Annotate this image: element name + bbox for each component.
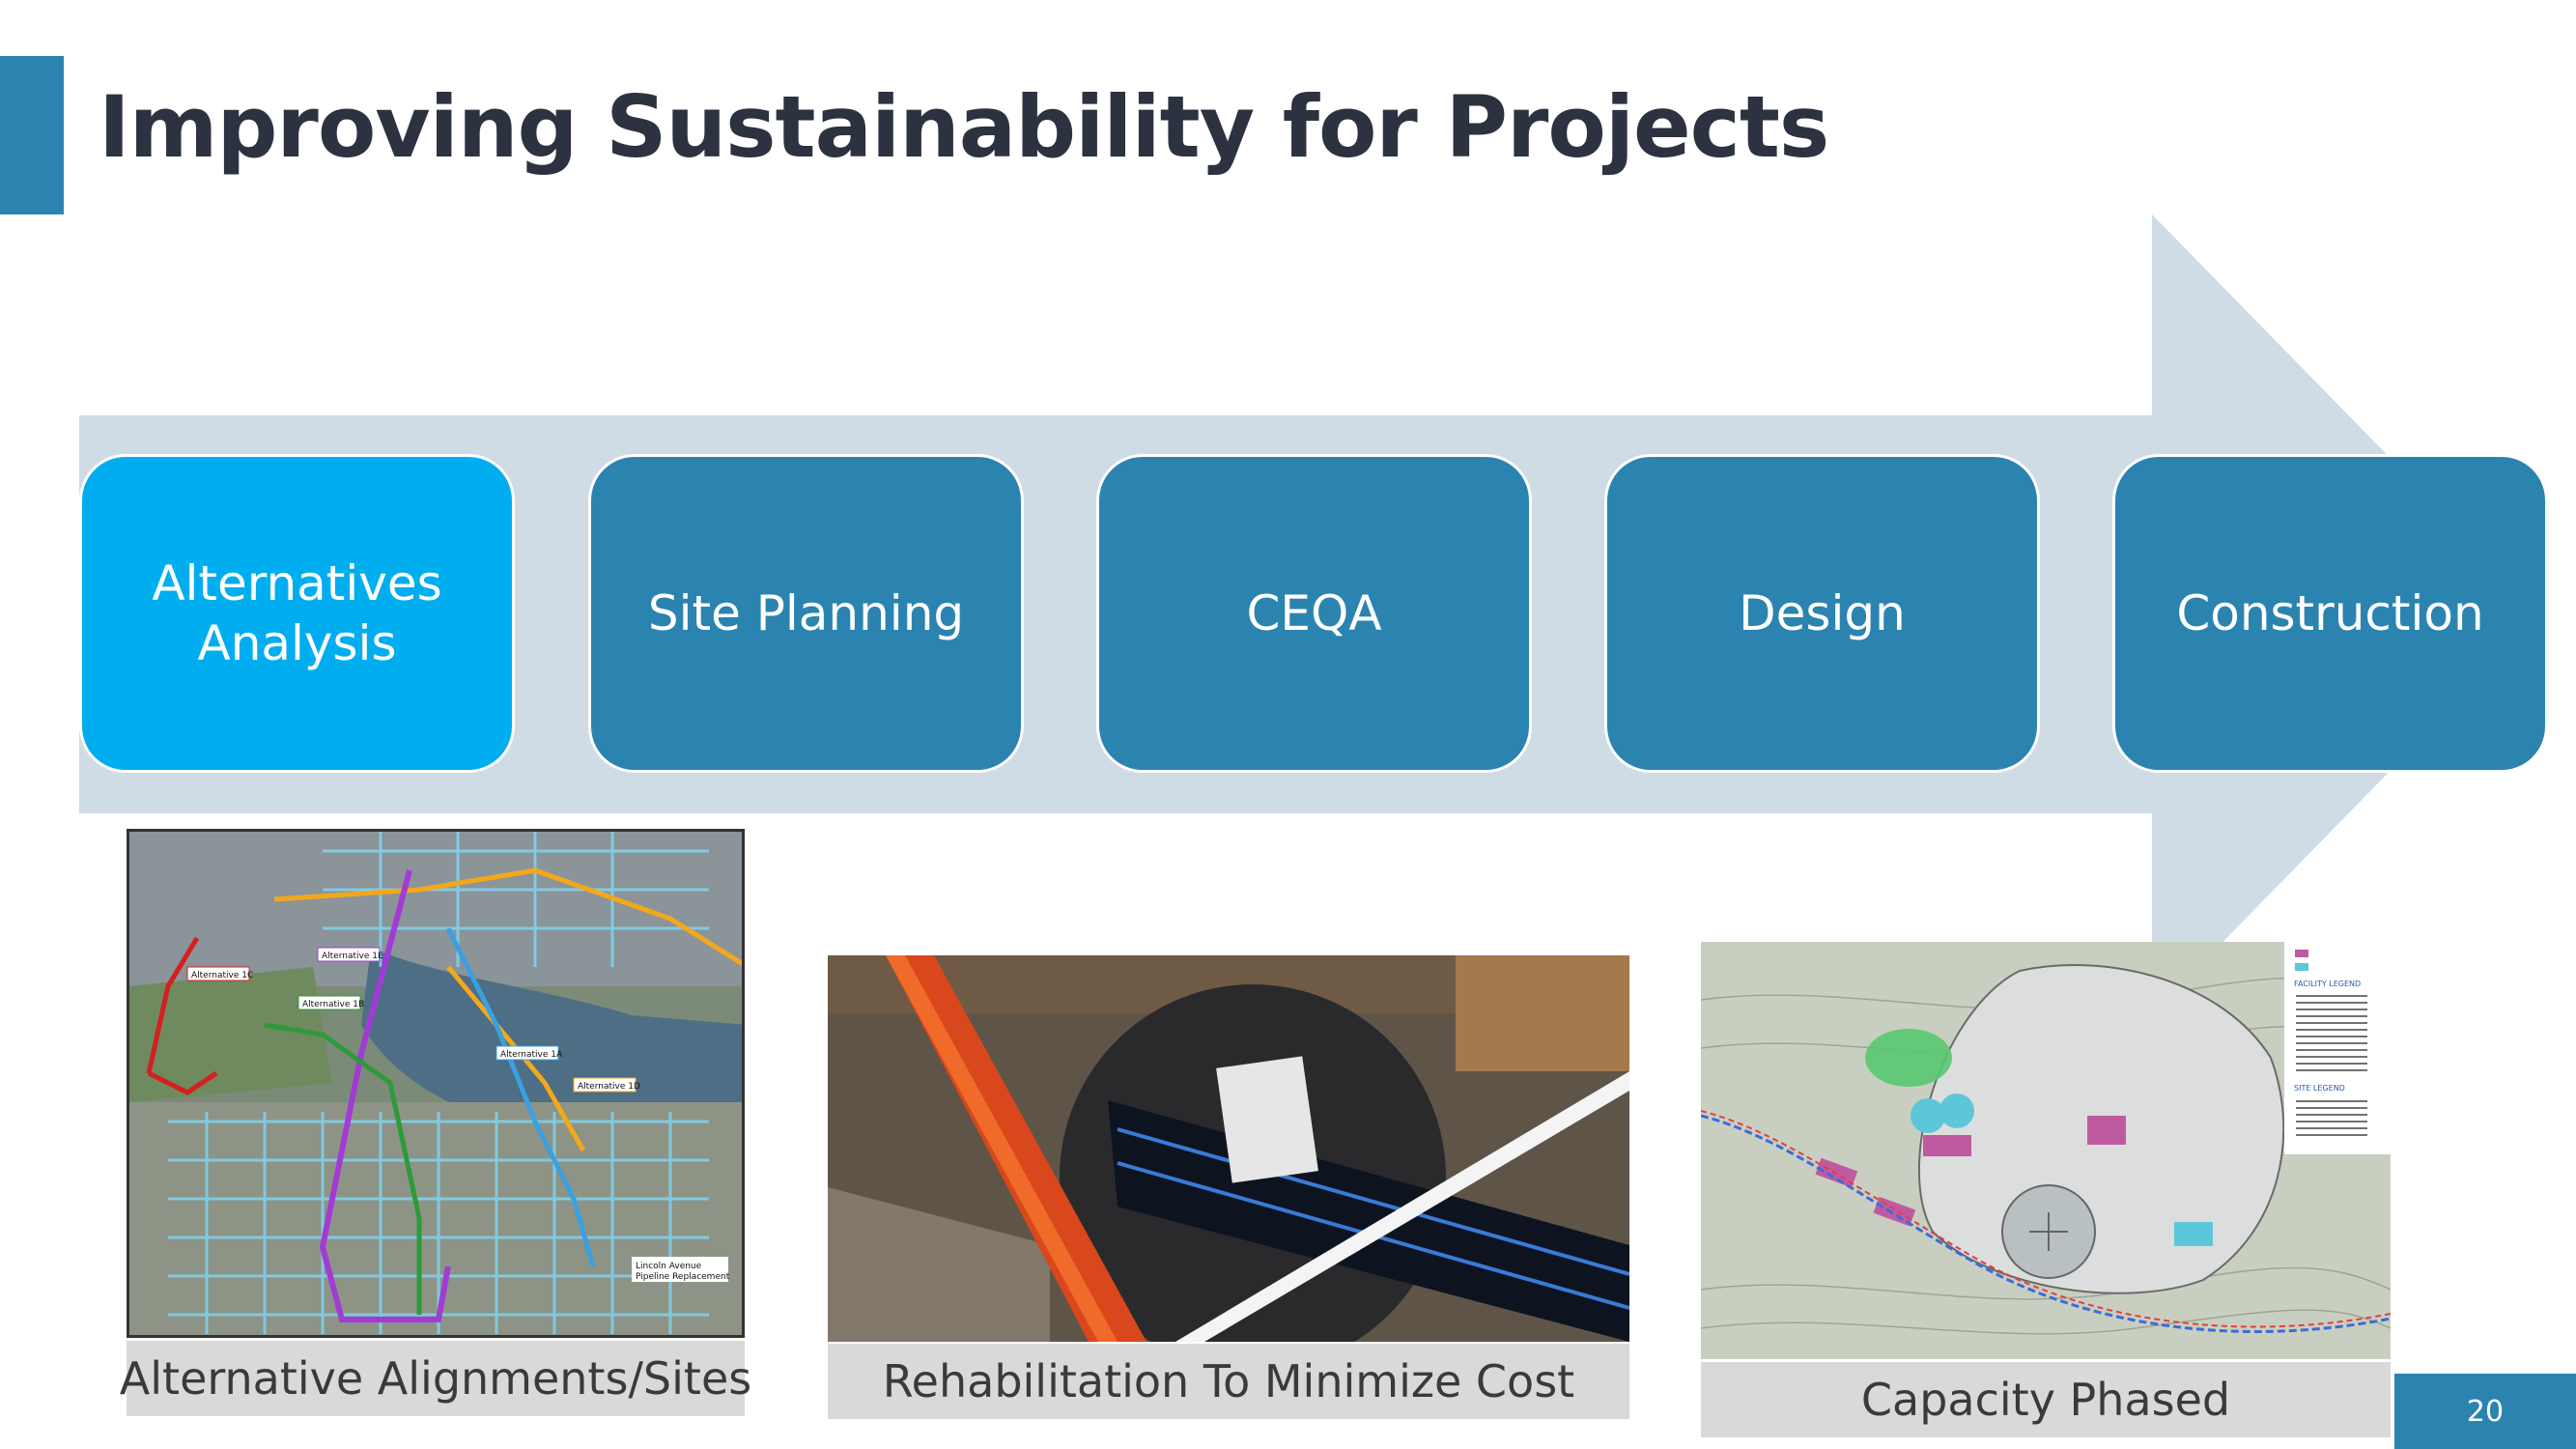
map-label-1d: Alternative 1D (578, 1082, 640, 1092)
map-label-1a: Alternative 1A (500, 1050, 563, 1060)
step-site-planning: Site Planning (588, 454, 1024, 773)
map-label-1c: Alternative 1C (191, 971, 253, 980)
alignment-map-image: Alternative 1C Alternative 1E Alternativ… (127, 829, 745, 1338)
caption-alternative-alignments: Alternative Alignments/Sites (120, 1341, 751, 1416)
page-number: 20 (2394, 1374, 2576, 1449)
site-plan-image: FACILITY LEGEND SITE LEGEND (1701, 942, 2391, 1359)
step-construction: Construction (2112, 454, 2548, 773)
slide-title: Improving Sustainability for Projects (99, 77, 1829, 177)
step-alternatives-analysis: Alternatives Analysis (79, 454, 515, 773)
title-accent-bar (0, 56, 64, 214)
facility-legend-title: FACILITY LEGEND (2294, 980, 2361, 988)
pipe-rehabilitation-image (828, 955, 1629, 1342)
map-label-1e: Alternative 1E (322, 952, 383, 961)
caption-capacity-phased: Capacity Phased (1701, 1362, 2391, 1437)
map-label-1b: Alternative 1B (302, 1000, 364, 1009)
step-ceqa: CEQA (1096, 454, 1532, 773)
step-design: Design (1604, 454, 2040, 773)
caption-rehabilitation: Rehabilitation To Minimize Cost (828, 1344, 1629, 1419)
site-legend-title: SITE LEGEND (2294, 1084, 2345, 1093)
